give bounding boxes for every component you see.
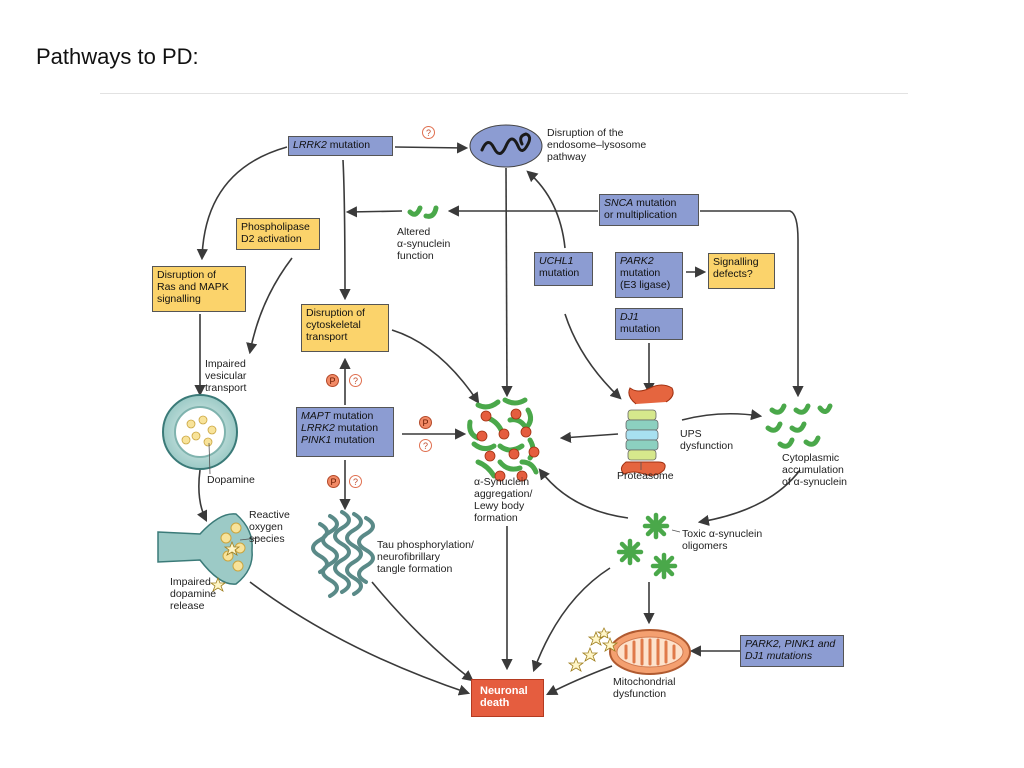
impaired-dopamine-release-label: Impaired dopamine release: [170, 576, 217, 612]
pink1-label: mutation: [331, 434, 375, 446]
dj1-mutation-box: DJ1 mutation: [615, 308, 683, 340]
question-badge-cytoskeletal: ?: [349, 374, 362, 387]
slide-title: Pathways to PD:: [36, 44, 199, 69]
vesicle-illustration: [162, 394, 238, 475]
altered-synuclein-label: Altered α-synuclein function: [397, 226, 451, 262]
lrrk2-line: LRRK2 mutation: [301, 422, 389, 434]
arrow-proteasome-aggregation: [559, 431, 619, 443]
arrow-altered-phospholipase: [345, 206, 403, 218]
reactive-oxygen-label: Reactive oxygen species: [249, 509, 290, 545]
lewy-body-illustration: [467, 397, 540, 482]
proteasome-illustration: [620, 384, 674, 476]
pink1-line: PINK1 mutation: [301, 434, 389, 446]
altered-synuclein-illustration: [407, 205, 439, 219]
arrow-lrrk2-ras: [196, 146, 288, 261]
mapt-label: mutation: [330, 410, 374, 422]
mapt-gene: MAPT: [301, 410, 331, 422]
snca-mutation-label: mutation or multiplication: [604, 197, 677, 221]
mitochondrion-illustration: [567, 627, 691, 675]
phospho-badge-cytoskeletal: P: [326, 374, 339, 387]
phospholipase-box: Phospholipase D2 activation: [236, 218, 320, 250]
tau-phosphorylation-label: Tau phosphorylation/ neurofibrillary tan…: [377, 539, 474, 575]
cytoplasmic-accumulation-label: Cytoplasmic accumulation of α-synuclein: [782, 452, 848, 488]
park2-pink1-dj1-box: PARK2, PINK1 and DJ1 mutations: [740, 635, 844, 667]
lrrk2-gene: LRRK2: [293, 139, 327, 151]
arrow-cytoskeletal-aggregation: [391, 329, 480, 404]
dj1-mutation-label: mutation: [620, 323, 661, 335]
cytoplasmic-synuclein-illustration: [765, 403, 833, 449]
arrow-lrrk2-cytoskeletal: [339, 159, 351, 301]
proteasome-label: Proteasome: [617, 470, 674, 482]
synuclein-aggregation-label: α-Synuclein aggregation/ Lewy body forma…: [474, 476, 533, 524]
toxic-oligomers-label: Toxic α-synuclein oligomers: [682, 528, 763, 552]
toxic-oligomers-illustration: [616, 512, 678, 580]
lrrk2-gene-2: LRRK2: [301, 422, 335, 434]
park2-gene: PARK2: [620, 255, 654, 267]
arrow-uchl1-endosome: [526, 170, 566, 249]
arrow-snca-cytoplasmic: [700, 210, 804, 398]
dj1-gene: DJ1: [620, 311, 639, 323]
endosome-illustration: [469, 124, 543, 168]
uchl1-mutation-label: mutation: [539, 267, 580, 279]
tau-tangle-illustration: [311, 510, 375, 598]
arrow-endosome-aggregation: [501, 167, 513, 398]
dopamine-label: Dopamine: [207, 474, 255, 486]
neuronal-death-box: Neuronal death: [471, 679, 544, 717]
arrow-phospholipase-vesicular: [246, 257, 293, 355]
arrow-synapse-death: [249, 581, 471, 696]
lrrk2-mutation-label: mutation: [326, 139, 371, 151]
uchl1-gene: UCHL1: [539, 255, 574, 267]
question-badge-aggregation: ?: [419, 439, 432, 452]
synaptic-terminal-illustration: [157, 513, 259, 592]
arrow-tau-death: [371, 581, 474, 682]
endosome-disruption-label: Disruption of the endosome–lysosome path…: [547, 127, 647, 163]
question-badge-lrrk2-endosome: ?: [422, 126, 435, 139]
arrow-oligomers-death: [531, 567, 611, 673]
phospho-badge-aggregation: P: [419, 416, 432, 429]
arrow-lrrk2-endosome: [394, 142, 469, 154]
signalling-defects-box: Signalling defects?: [708, 253, 775, 289]
mitochondrial-dysfunction-label: Mitochondrial dysfunction: [613, 676, 676, 700]
arrow-uchl1-proteasome: [564, 313, 622, 400]
park2-mutation-box: PARK2 mutation (E3 ligase): [615, 252, 683, 298]
ras-mapk-box: Disruption of Ras and MAPK signalling: [152, 266, 246, 312]
arrow-mito-death: [546, 665, 613, 696]
lrrk2-label-2: mutation: [334, 422, 379, 434]
snca-mutation-box: SNCA mutation or multiplication: [599, 194, 699, 226]
impaired-vesicular-label: Impaired vesicular transport: [205, 358, 247, 394]
phospho-badge-tau: P: [327, 475, 340, 488]
title-divider: [100, 93, 908, 94]
park2-mutation-label: mutation (E3 ligase): [620, 267, 671, 291]
ups-dysfunction-label: UPS dysfunction: [680, 428, 734, 452]
uchl1-mutation-box: UCHL1 mutation: [534, 252, 593, 286]
pink1-gene: PINK1: [301, 434, 332, 446]
lrrk2-mutation-box: LRRK2 mutation: [288, 136, 393, 156]
mapt-line: MAPT mutation: [301, 410, 389, 422]
snca-gene: SNCA: [604, 197, 634, 209]
arrow-cytoplasmic-oligomers: [697, 469, 801, 527]
arrows: [194, 142, 804, 696]
question-badge-tau: ?: [349, 475, 362, 488]
arrow-oligomers-aggregation: [538, 468, 629, 519]
arrow-proteasome-cytoplasmic: [681, 409, 763, 421]
mapt-lrrk2-pink1-box: MAPT mutation LRRK2 mutation PINK1 mutat…: [296, 407, 394, 457]
arrow-vesicle-synapse: [196, 469, 208, 523]
cytoskeletal-box: Disruption of cytoskeletal transport: [301, 304, 389, 352]
